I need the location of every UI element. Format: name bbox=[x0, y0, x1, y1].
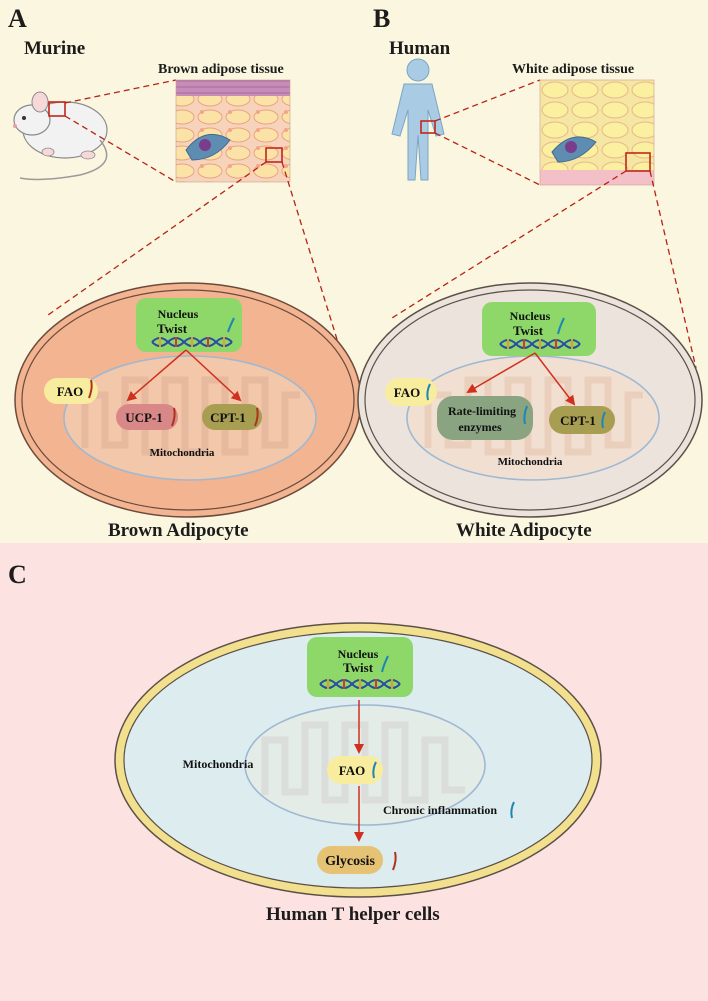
nucleus-label-c: Nucleus bbox=[338, 647, 379, 661]
nucleus-label-b: Nucleus bbox=[510, 309, 551, 323]
up-arrow-icon bbox=[88, 379, 93, 399]
down-arrow-icon bbox=[227, 317, 235, 333]
species-label-murine: Murine bbox=[24, 38, 86, 59]
white-adipose-tissue-image bbox=[539, 79, 655, 186]
twist-label-b: Twist bbox=[513, 323, 544, 338]
up-arrow-icon bbox=[171, 407, 176, 427]
fao-label-b: FAO bbox=[394, 385, 420, 400]
chronic-inflammation-label: Chronic inflammation bbox=[383, 803, 497, 817]
mitochondria-a bbox=[63, 355, 317, 481]
fao-label-c: FAO bbox=[339, 763, 365, 778]
panel-letter-a: A bbox=[8, 4, 27, 33]
mitochondria-label-a: Mitochondria bbox=[150, 447, 215, 459]
down-arrow-icon bbox=[601, 411, 606, 429]
fao-label-a: FAO bbox=[57, 384, 83, 399]
fao-pill-c bbox=[327, 756, 383, 784]
cell-title-brown: Brown Adipocyte bbox=[108, 520, 249, 541]
down-arrow-icon bbox=[510, 801, 515, 819]
panel-letter-c: C bbox=[8, 560, 27, 589]
cpt1-pill-a bbox=[202, 404, 262, 430]
glycosis-label: Glycosis bbox=[325, 854, 375, 869]
human-zoom-box bbox=[420, 120, 436, 134]
cell-title-t-helper: Human T helper cells bbox=[266, 904, 440, 925]
tissue-label-brown: Brown adipose tissue bbox=[158, 62, 284, 77]
panel-letter-b: B bbox=[373, 4, 391, 33]
enzymes-label-line1: Rate-limiting bbox=[448, 404, 516, 418]
up-arrow-icon bbox=[392, 851, 397, 871]
down-arrow-icon bbox=[381, 655, 389, 673]
glycosis-pill bbox=[317, 846, 383, 874]
cpt1-pill-b bbox=[549, 406, 615, 434]
down-arrow-icon bbox=[523, 405, 528, 425]
tissue-zoom-box-a bbox=[265, 147, 283, 163]
cpt1-label-b: CPT-1 bbox=[560, 413, 596, 428]
enzymes-label-line2: enzymes bbox=[458, 420, 502, 434]
fao-pill-a bbox=[44, 378, 98, 404]
ucp1-pill bbox=[116, 404, 178, 430]
dna-helix-icon bbox=[499, 339, 581, 349]
dna-helix-icon bbox=[319, 679, 401, 689]
fao-pill-b bbox=[385, 378, 437, 406]
human-silhouette bbox=[391, 58, 445, 181]
twist-label-c: Twist bbox=[343, 660, 374, 675]
dna-helix-icon bbox=[151, 337, 233, 347]
cpt1-label-a: CPT-1 bbox=[210, 410, 246, 425]
mouse-zoom-box bbox=[48, 101, 66, 117]
tissue-zoom-box-b bbox=[625, 152, 651, 172]
mitochondria-label-b: Mitochondria bbox=[498, 456, 563, 468]
up-arrow-icon bbox=[254, 407, 259, 427]
nucleus-label-a: Nucleus bbox=[158, 307, 199, 321]
mouse-illustration bbox=[13, 91, 108, 181]
nucleus-box-b bbox=[482, 302, 596, 356]
mitochondria-label-c: Mitochondria bbox=[183, 757, 254, 771]
twist-label-a: Twist bbox=[157, 321, 188, 336]
species-label-human: Human bbox=[389, 38, 451, 59]
rate-limiting-enzymes-pill bbox=[437, 396, 533, 440]
down-arrow-icon bbox=[426, 383, 431, 401]
ucp1-label: UCP-1 bbox=[125, 410, 163, 425]
brown-adipose-tissue-image bbox=[175, 79, 291, 183]
down-arrow-icon bbox=[372, 761, 377, 779]
cell-title-white: White Adipocyte bbox=[456, 520, 592, 541]
tissue-label-white: White adipose tissue bbox=[512, 62, 635, 77]
down-arrow-icon bbox=[557, 317, 565, 335]
